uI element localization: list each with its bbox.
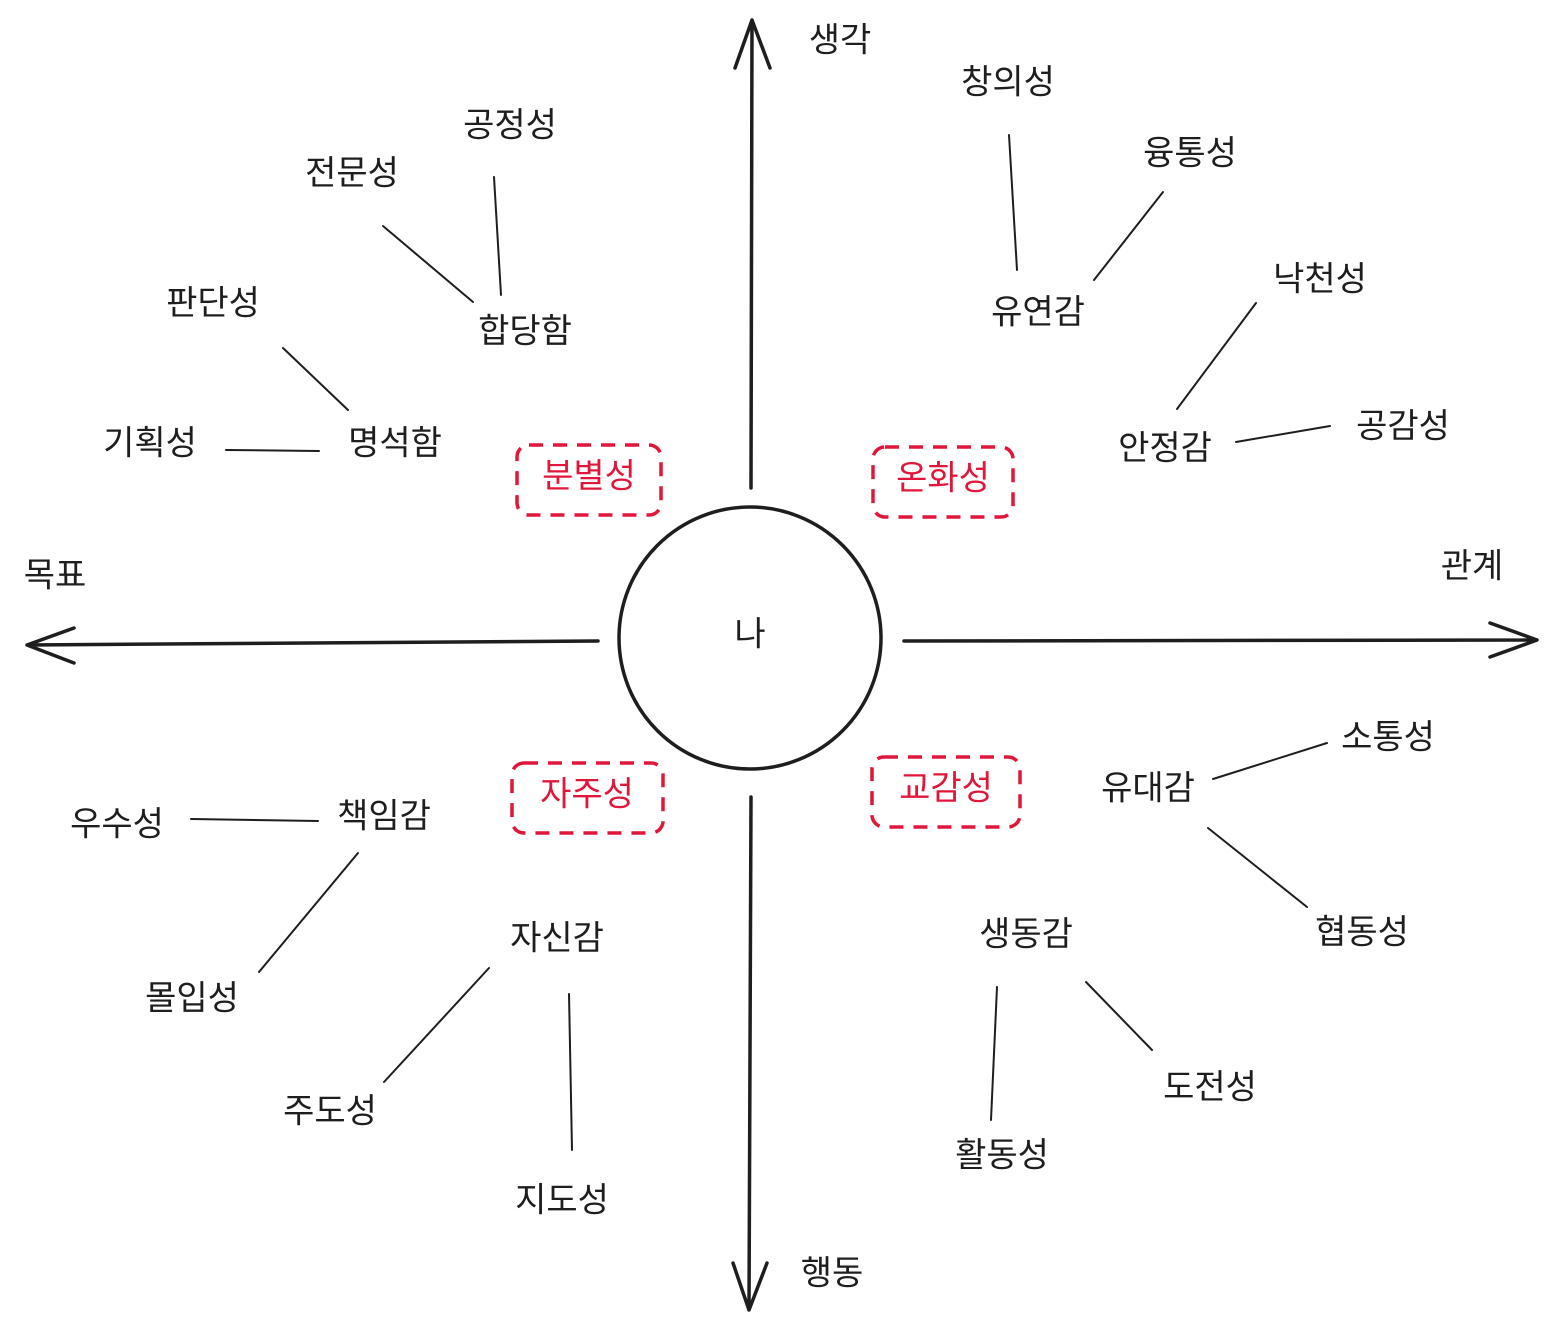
trait: 도전성 xyxy=(1163,1068,1257,1108)
core-box-bottom-left xyxy=(510,761,665,835)
trait: 책임감 xyxy=(337,797,431,837)
connector xyxy=(225,449,320,452)
trait: 유연감 xyxy=(991,293,1085,333)
core-box-top-right xyxy=(871,445,1015,519)
axis-up xyxy=(733,18,772,490)
trait: 안정감 xyxy=(1118,429,1212,469)
core-box-bottom-right xyxy=(870,755,1022,829)
trait: 명석함 xyxy=(348,424,442,464)
connector xyxy=(258,852,359,973)
connector xyxy=(568,993,573,1151)
connector xyxy=(1093,191,1164,281)
axis-label-up: 생각 xyxy=(809,21,872,61)
trait: 몰입성 xyxy=(145,979,239,1019)
trait: 공정성 xyxy=(463,106,557,146)
trait: 기획성 xyxy=(103,424,197,464)
trait: 낙천성 xyxy=(1273,260,1367,300)
trait: 협동성 xyxy=(1315,913,1409,953)
connector xyxy=(382,225,474,303)
trait: 소통성 xyxy=(1341,718,1435,758)
connector xyxy=(1212,742,1328,780)
core-trait-bottom-left: 자주성 xyxy=(540,775,634,815)
trait: 공감성 xyxy=(1356,407,1450,447)
trait: 생동감 xyxy=(979,915,1073,955)
connector xyxy=(383,967,490,1083)
connector xyxy=(282,347,349,411)
connector xyxy=(1008,134,1018,271)
trait: 합당함 xyxy=(478,312,572,352)
core-trait-top-left: 분별성 xyxy=(542,457,636,497)
axis-down xyxy=(731,795,769,1312)
core-box-top-left xyxy=(515,443,663,517)
connector xyxy=(493,176,502,296)
trait: 전문성 xyxy=(305,154,399,194)
trait: 자신감 xyxy=(510,919,604,959)
quadrant-top-left: 공정성 전문성 판단성 합당함 기획성 명석함 xyxy=(103,106,572,464)
axis-label-right: 관계 xyxy=(1441,547,1504,587)
connector xyxy=(1235,425,1331,443)
trait: 판단성 xyxy=(166,284,260,324)
axis-left xyxy=(25,626,600,665)
trait: 주도성 xyxy=(283,1092,377,1132)
connector xyxy=(1085,981,1153,1051)
trait: 창의성 xyxy=(961,63,1055,103)
quadrant-top-right: 창의성 융통성 유연감 낙천성 안정감 공감성 xyxy=(961,63,1450,469)
connector xyxy=(990,986,998,1121)
axis-right xyxy=(902,621,1539,659)
axis-label-down: 행동 xyxy=(801,1254,864,1294)
connector xyxy=(190,818,319,822)
trait: 우수성 xyxy=(70,805,164,845)
center-label: 나 xyxy=(734,615,765,655)
axis-label-left: 목표 xyxy=(24,556,87,596)
center-circle xyxy=(617,505,883,771)
trait: 유대감 xyxy=(1101,769,1195,809)
quadrant-bottom-left: 우수성 책임감 몰입성 자신감 주도성 지도성 xyxy=(70,797,609,1221)
trait: 융통성 xyxy=(1143,134,1237,174)
quadrant-bottom-right: 소통성 유대감 협동성 생동감 도전성 활동성 xyxy=(955,718,1435,1176)
core-trait-bottom-right: 교감성 xyxy=(899,769,993,809)
trait: 활동성 xyxy=(955,1136,1049,1176)
core-trait-top-right: 온화성 xyxy=(896,459,990,499)
connector xyxy=(1207,827,1308,908)
connector xyxy=(1176,302,1257,410)
trait: 지도성 xyxy=(515,1181,609,1221)
